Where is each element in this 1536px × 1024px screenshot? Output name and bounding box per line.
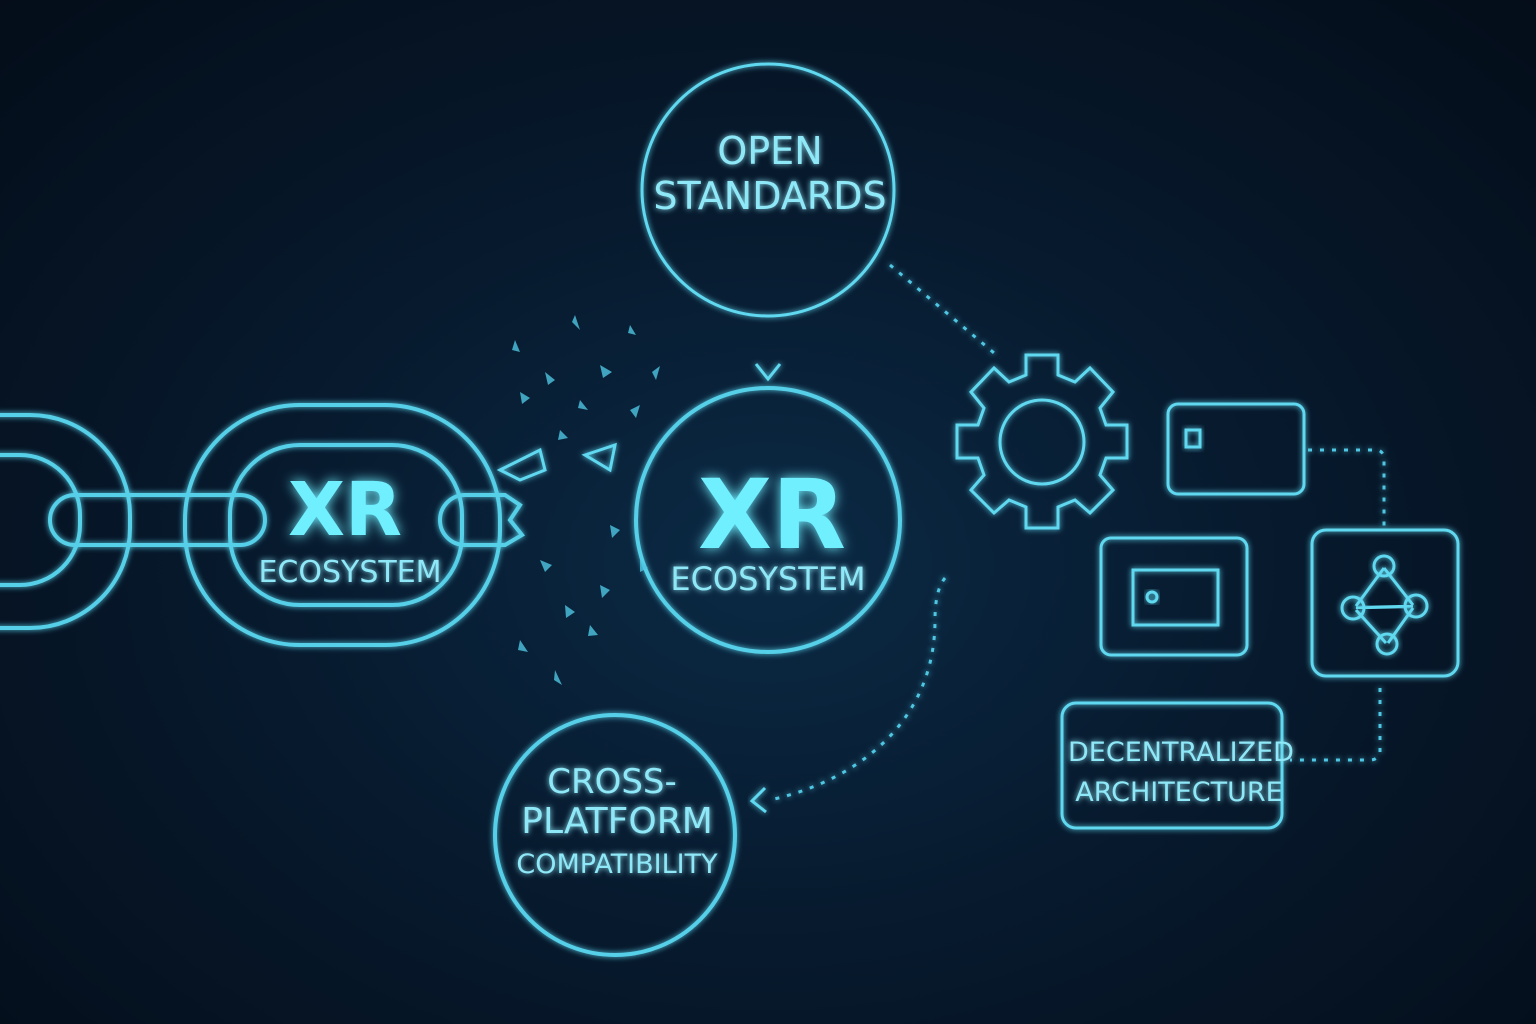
cross-platform-node: CROSS- PLATFORM COMPATIBILITY — [493, 713, 737, 957]
xr-ecosystem-subtitle: ECOSYSTEM — [670, 560, 865, 598]
device-icon — [1099, 536, 1249, 657]
id-card-icon — [1166, 402, 1306, 496]
broken-chain-icon: XR ECOSYSTEM — [0, 403, 617, 647]
xr-ecosystem-title: XR — [698, 459, 846, 571]
network-graph-icon — [1310, 528, 1460, 678]
decentralized-line2: ARCHITECTURE — [1075, 777, 1282, 808]
chain-shards — [512, 315, 660, 685]
dotted-to-cross-platform — [769, 577, 947, 802]
arrow-head-down-icon — [754, 363, 782, 382]
arrow-head-left-icon — [749, 786, 767, 814]
dotted-open-to-gear — [889, 263, 1001, 360]
cross-platform-line3: COMPATIBILITY — [516, 849, 718, 880]
dotted-network-to-decentralized — [1290, 688, 1382, 762]
chain-xr-title: XR — [288, 467, 402, 553]
chain-xr-subtitle: ECOSYSTEM — [258, 555, 441, 590]
cross-platform-line2: PLATFORM — [521, 801, 713, 842]
decentralized-architecture-node: DECENTRALIZED ARCHITECTURE — [1060, 701, 1294, 830]
gear-icon — [955, 353, 1129, 530]
xr-ecosystem-node: XR ECOSYSTEM — [634, 386, 902, 654]
open-standards-line1: OPEN — [717, 129, 822, 173]
connectors — [749, 263, 1386, 814]
cross-platform-line1: CROSS- — [547, 762, 677, 802]
dotted-card-to-network — [1308, 448, 1386, 528]
decentralized-line1: DECENTRALIZED — [1068, 737, 1294, 768]
open-standards-node: OPEN STANDARDS — [640, 62, 896, 318]
open-standards-line2: STANDARDS — [653, 174, 886, 218]
